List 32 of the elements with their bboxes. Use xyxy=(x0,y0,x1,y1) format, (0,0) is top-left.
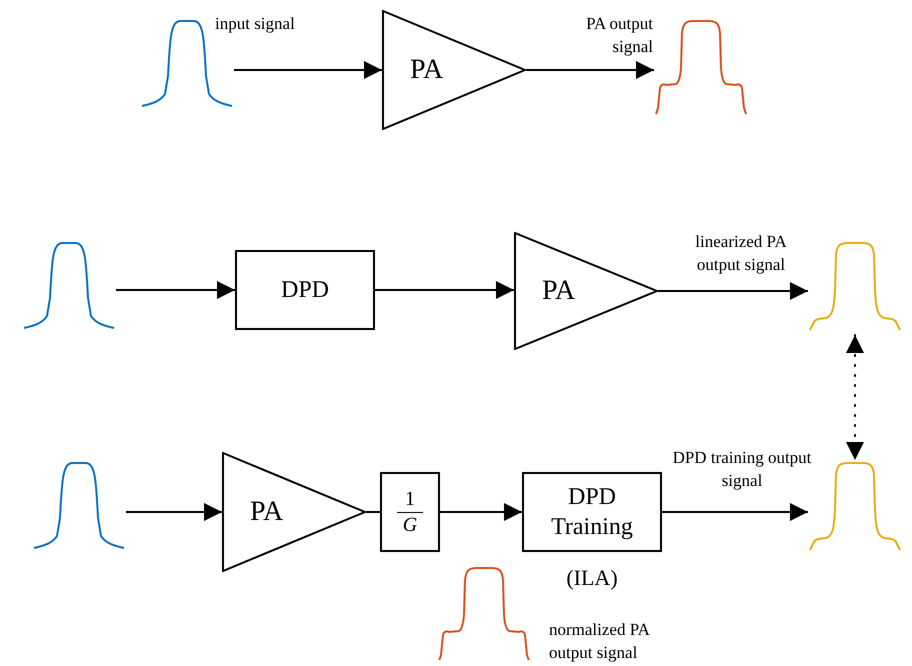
process-box xyxy=(235,250,375,330)
node-label: PA xyxy=(410,56,444,84)
amplifier-triangle xyxy=(514,232,658,350)
node-label: 1 xyxy=(397,486,423,512)
arrow xyxy=(234,61,382,79)
edge-label: PA output signal xyxy=(585,13,653,58)
arrow xyxy=(126,503,222,521)
node-label: G xyxy=(402,512,418,538)
node-caption: (ILA) xyxy=(565,564,619,592)
arrow xyxy=(846,334,864,461)
arrow xyxy=(526,61,654,79)
node-label: DPD Training xyxy=(550,483,634,542)
edge-label: linearized PA output signal xyxy=(694,231,788,276)
process-box xyxy=(522,472,662,552)
process-box xyxy=(380,472,440,552)
edge-label: DPD training output signal xyxy=(672,447,812,492)
arrow xyxy=(662,503,808,521)
node-caption: normalized PA output signal xyxy=(549,619,650,664)
arrow xyxy=(440,503,522,521)
arrow xyxy=(116,281,235,299)
node-label: PA xyxy=(542,277,576,305)
edge-label: input signal xyxy=(215,13,296,35)
spectrum-plot xyxy=(22,240,116,332)
arrow xyxy=(375,281,514,299)
spectrum-plot xyxy=(437,565,531,660)
amplifier-triangle xyxy=(382,10,526,130)
spectrum-plot xyxy=(32,460,126,552)
arrow xyxy=(658,282,808,300)
node-label: PA xyxy=(250,498,284,526)
node-label: DPD xyxy=(280,276,330,305)
spectrum-plot xyxy=(654,18,748,115)
amplifier-triangle xyxy=(222,452,366,572)
